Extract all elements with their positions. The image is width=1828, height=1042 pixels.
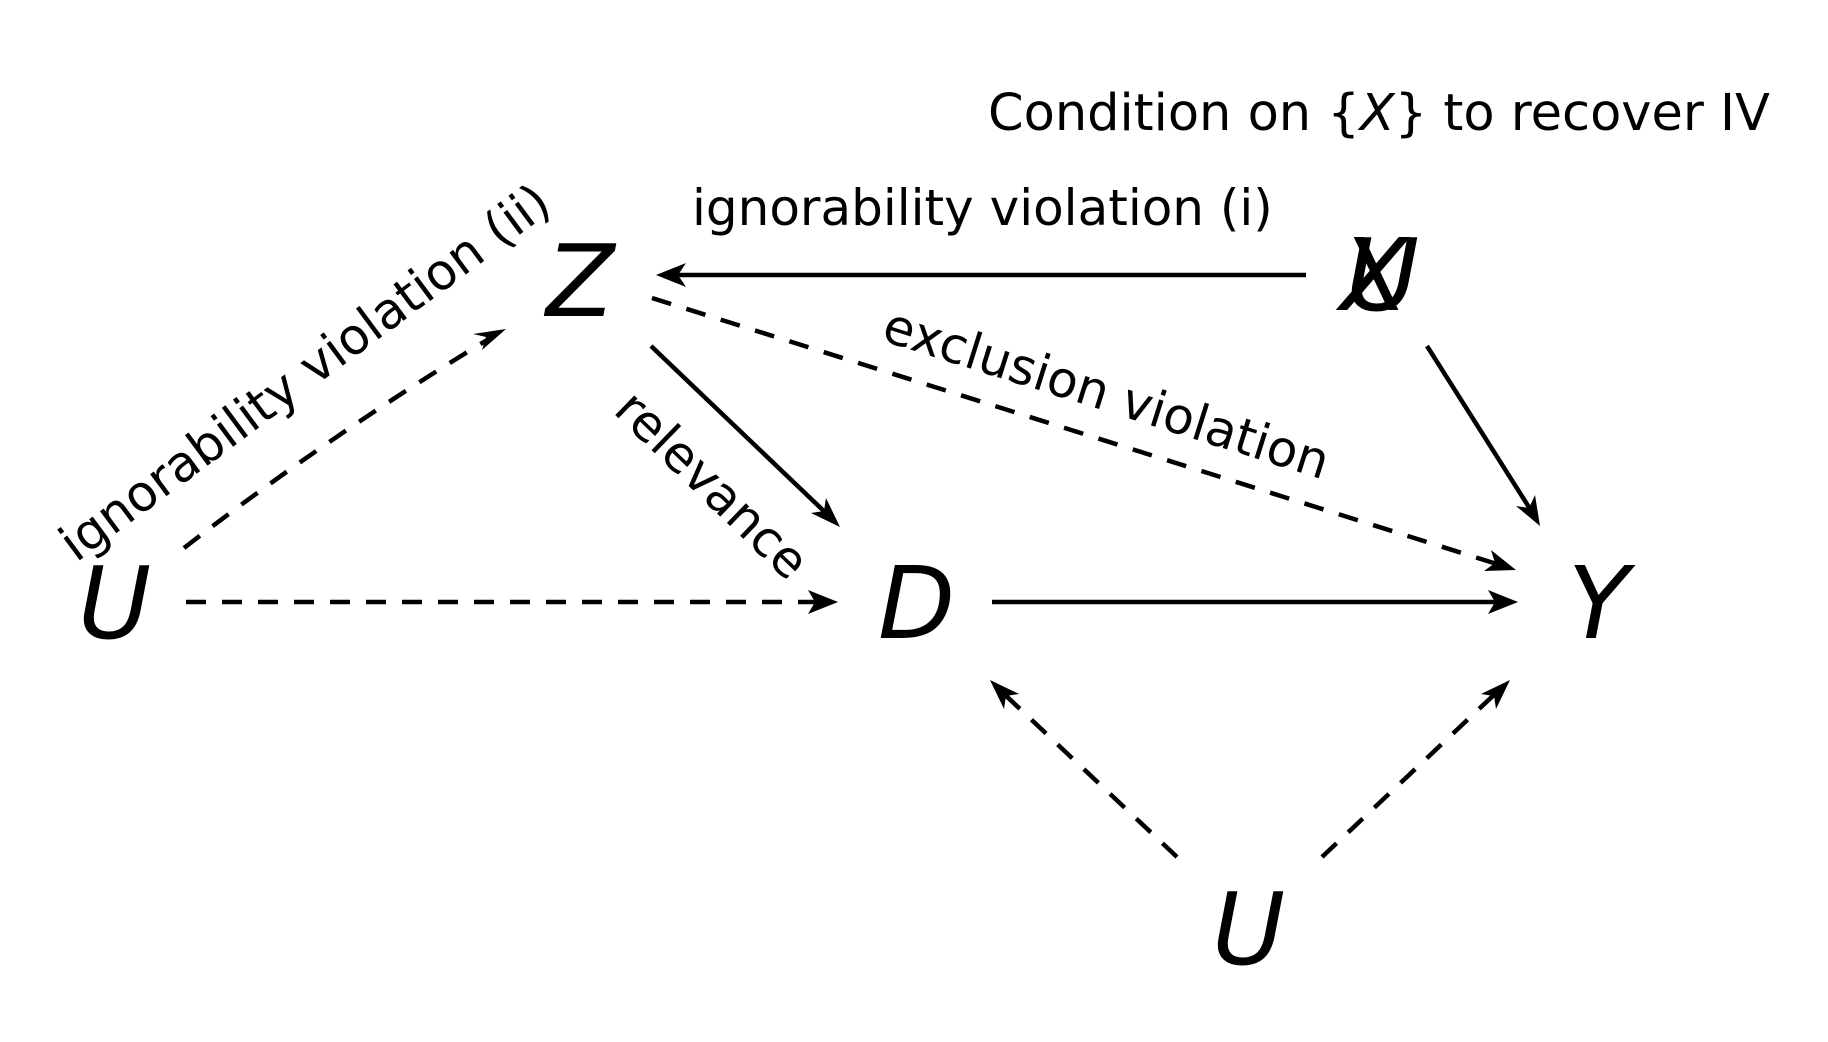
diagram-title: Condition on {X} to recover IV (988, 84, 1770, 143)
title-var: X (1357, 84, 1396, 143)
edge-x-to-z (656, 263, 1306, 287)
node-y: Y (1568, 545, 1636, 662)
label-relevance: relevance (604, 379, 821, 591)
node-d: D (878, 545, 955, 662)
label-ignorability-violation-i: ignorability violation (i) (692, 179, 1273, 237)
edge-u-bottom-to-y (1320, 680, 1510, 859)
node-u-overlap: U (1346, 217, 1419, 334)
title-suffix: to recover IV (1427, 84, 1770, 143)
edge-u-bottom-to-d (990, 680, 1179, 859)
title-rbrace: } (1395, 84, 1427, 143)
label-exclusion-violation: exclusion violation (876, 296, 1336, 491)
edge-z-to-y (651, 295, 1516, 571)
edge-z-to-d (649, 344, 840, 527)
edge-d-to-y (992, 590, 1518, 614)
edge-u-left-to-z (182, 329, 506, 550)
node-z: Z (543, 223, 617, 340)
node-u-left: U (78, 545, 151, 662)
title-prefix: Condition on (988, 84, 1327, 143)
node-x: X (1335, 217, 1411, 334)
title-lbrace: { (1327, 84, 1359, 143)
edge-u-left-to-d (186, 590, 838, 614)
edge-x-to-y (1425, 344, 1540, 526)
node-u-bottom: U (1212, 871, 1285, 988)
label-ignorability-violation-ii: ignorability violation (ii) (49, 172, 562, 572)
